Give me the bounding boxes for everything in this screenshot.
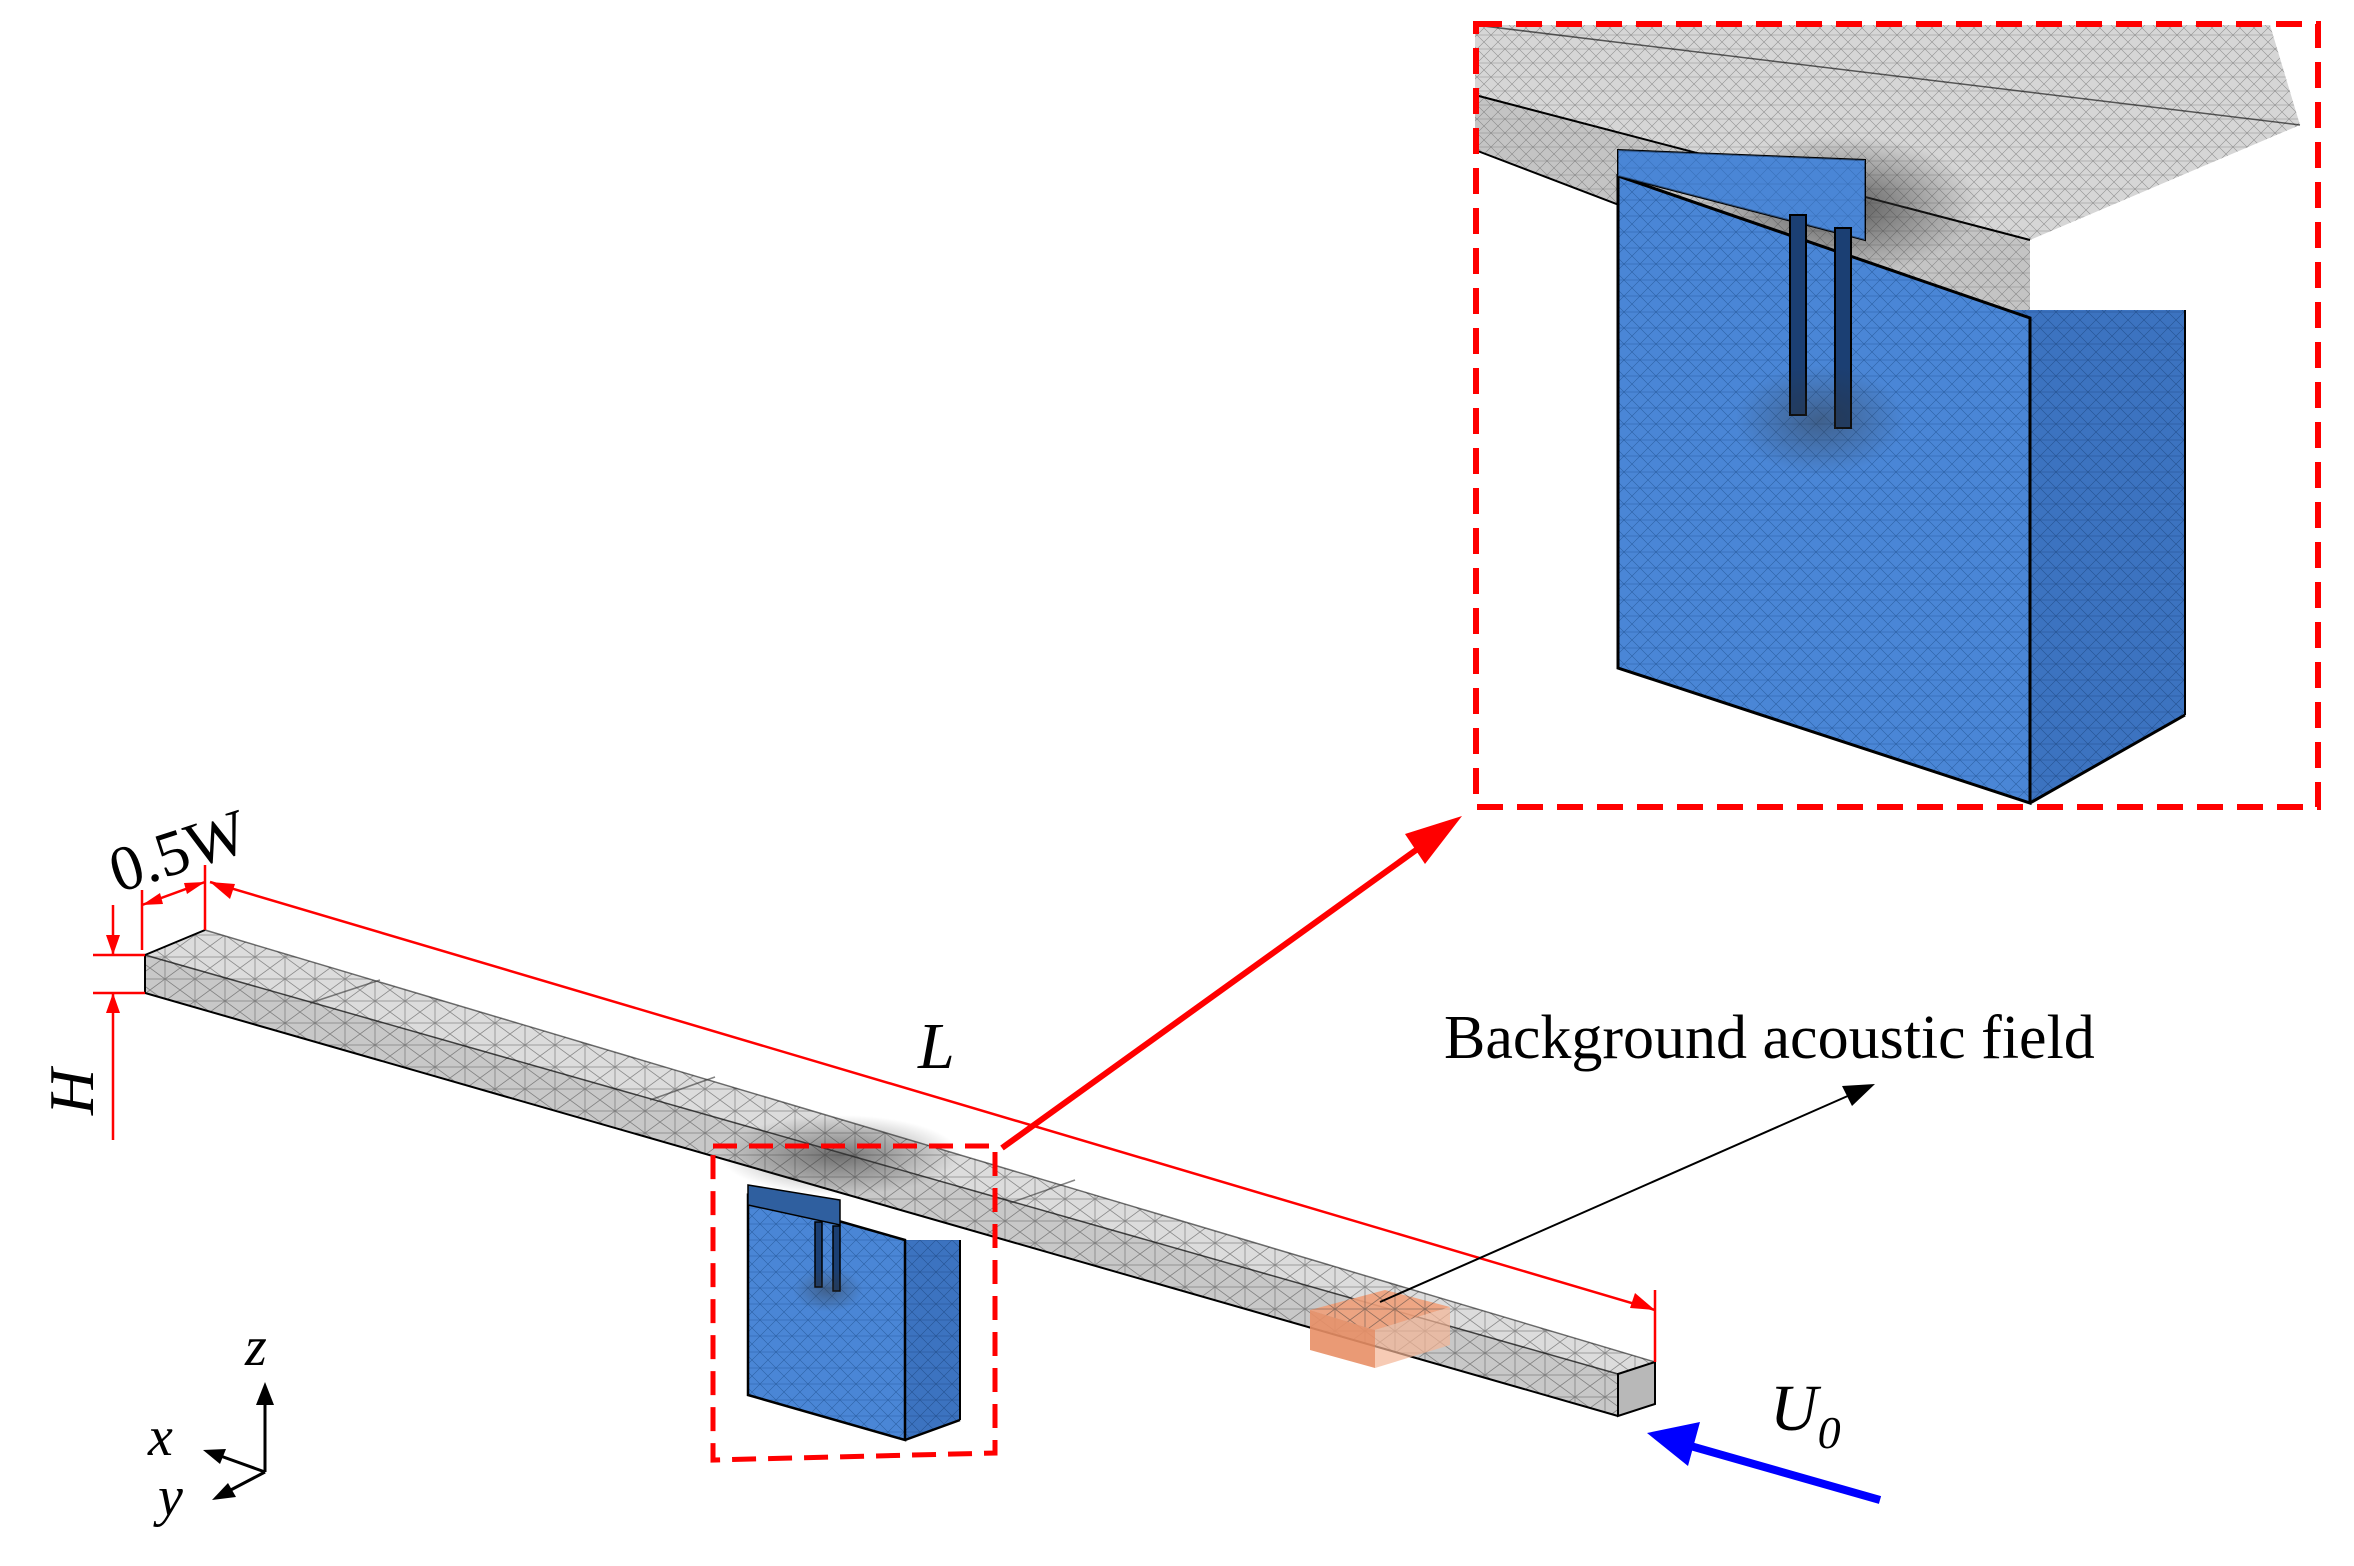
blue-arrow-icon <box>1647 1422 1882 1504</box>
inset-cavity-side <box>1865 310 2185 803</box>
duct-end <box>1617 1360 1656 1418</box>
inflow-subscript: 0 <box>1818 1407 1841 1458</box>
zoom-frame <box>1473 21 2321 810</box>
inset-cavity-front <box>1618 176 2030 803</box>
duct <box>144 929 1656 1418</box>
inflow-label: U0 <box>1770 1372 1841 1458</box>
axis-z-label: z <box>244 1316 267 1378</box>
zoom-inset <box>1474 24 2301 806</box>
background-field-label: Background acoustic field <box>1444 1004 2095 1072</box>
length-label: L <box>917 1010 955 1083</box>
axis-x-label: x <box>147 1406 173 1468</box>
cavity-zoom-frame <box>710 1143 998 1463</box>
cavity-side <box>905 1240 960 1440</box>
cavity <box>746 1184 961 1442</box>
annotation-arrow <box>1379 1084 1875 1303</box>
height-label: H <box>36 1065 107 1116</box>
coordinate-axes-icon <box>203 1382 274 1500</box>
dimension-lines <box>93 865 1657 1362</box>
axis-y-label: y <box>153 1466 183 1528</box>
cavity-front <box>748 1195 905 1440</box>
red-arrow-icon <box>1000 816 1462 1151</box>
